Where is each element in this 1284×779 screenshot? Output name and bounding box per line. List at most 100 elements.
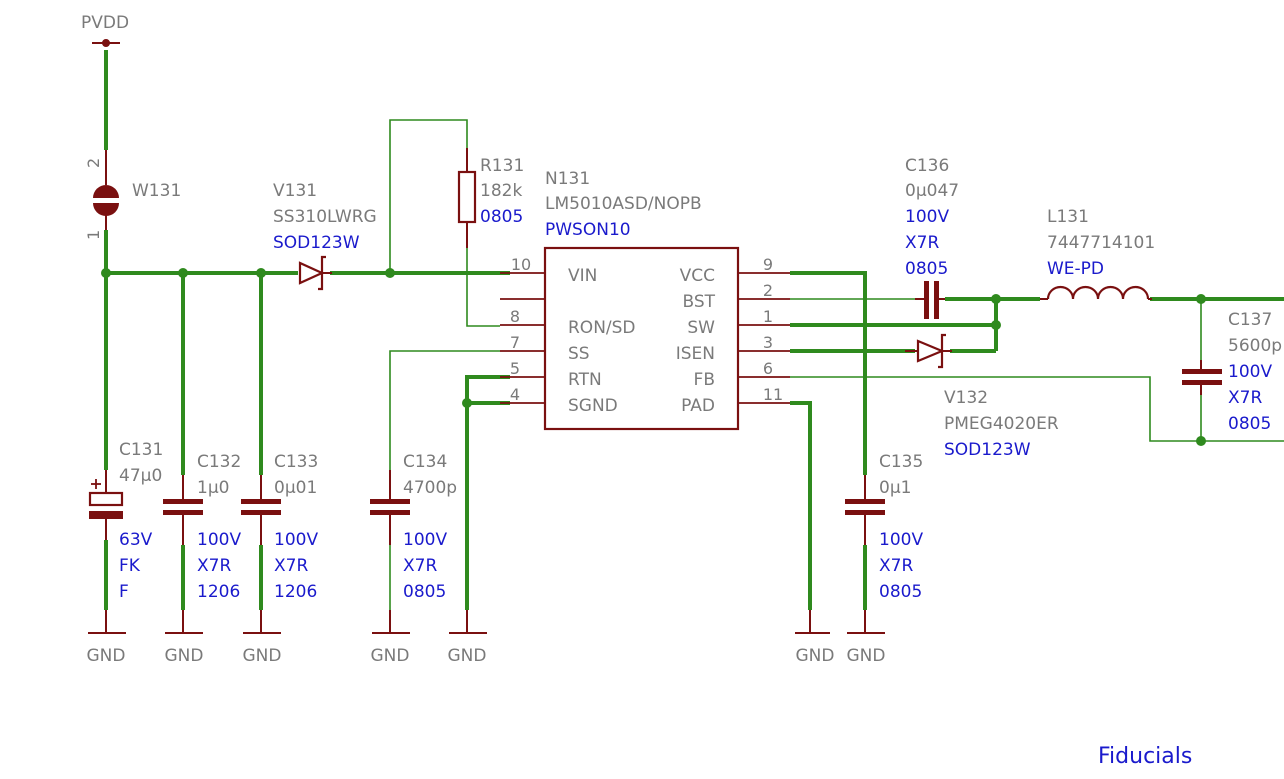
v132-value: PMEG4020ER: [944, 414, 1059, 434]
l131-ref: L131: [1047, 207, 1089, 227]
c132-value: 1µ0: [197, 478, 229, 498]
net-r131-top: [389, 119, 468, 273]
c137-package: 0805: [1228, 414, 1271, 434]
n131-pin-num: 5: [510, 359, 520, 378]
c136-dielectric: X7R: [905, 233, 939, 253]
net-pad: [790, 401, 812, 610]
v132-diode-triangle: [916, 339, 945, 363]
gnd-label: GND: [847, 646, 886, 666]
n131-pin-name: RTN: [568, 370, 602, 390]
l131-coil: [1046, 285, 1150, 300]
c131-value: 47µ0: [119, 466, 162, 486]
n131-pin-name: ISEN: [676, 344, 715, 364]
junction: [991, 294, 1001, 304]
n131-right-pin-lines: [738, 272, 790, 404]
c135-voltage: 100V: [879, 530, 923, 550]
c136-value: 0µ047: [905, 181, 959, 201]
n131-pin-name: PAD: [681, 396, 715, 416]
n131-pin-name: SGND: [568, 396, 618, 416]
c133-package: 1206: [274, 582, 317, 602]
c136-plate-right: [934, 281, 939, 319]
labels: PVDD W131 2 1 V131 SS310LWRG SOD123W R13…: [81, 13, 1282, 769]
gnd-label: GND: [448, 646, 487, 666]
n131-pin-num: 6: [763, 359, 773, 378]
v131-value: SS310LWRG: [273, 207, 377, 227]
c134-ref: C134: [403, 452, 447, 472]
c134-voltage: 100V: [403, 530, 447, 550]
net-rtn: [465, 375, 510, 610]
c134-dielectric: X7R: [403, 556, 437, 576]
c135-value: 0µ1: [879, 478, 911, 498]
nets: [104, 50, 1284, 610]
c134-plate-bot: [370, 510, 410, 515]
v131-package: SOD123W: [273, 233, 360, 253]
c135-package: 0805: [879, 582, 922, 602]
c135-plate-bot: [845, 510, 885, 515]
net-ss: [389, 350, 500, 470]
c133-value: 0µ01: [274, 478, 317, 498]
v131-ref: V131: [273, 181, 317, 201]
n131-body: [543, 246, 740, 431]
c137-dielectric: X7R: [1228, 388, 1262, 408]
c135-plate-top: [845, 499, 885, 504]
n131-pin-name: SS: [568, 344, 590, 364]
w131-body-top: [93, 185, 119, 198]
pvdd-dot: [102, 39, 110, 47]
c131-package: F: [119, 582, 129, 602]
n131-pin-num: 7: [510, 333, 520, 352]
w131-pin-2: 2: [84, 158, 103, 168]
c136-package: 0805: [905, 259, 948, 279]
junctions: [101, 268, 1206, 446]
n131-pin-num: 9: [763, 255, 773, 274]
c133-dielectric: X7R: [274, 556, 308, 576]
w131-ref: W131: [132, 181, 181, 201]
v132-ref: V132: [944, 388, 988, 408]
gnd-label: GND: [371, 646, 410, 666]
c137-value: 5600p: [1228, 336, 1282, 356]
net-vcc: [790, 271, 867, 475]
l131-value: 7447714101: [1047, 233, 1155, 253]
junction: [1196, 436, 1206, 446]
n131-pin-num: 1: [763, 307, 773, 326]
n131-pin-num: 2: [763, 281, 773, 300]
pvdd-label: PVDD: [81, 13, 129, 33]
n131-pin-num: 3: [763, 333, 773, 352]
c132-plate-top: [163, 499, 203, 504]
net-fb: [790, 376, 1284, 442]
n131-pin-name: BST: [682, 292, 715, 312]
c137-plate-top: [1182, 369, 1222, 374]
c137-voltage: 100V: [1228, 362, 1272, 382]
c132-voltage: 100V: [197, 530, 241, 550]
l131-package: WE-PD: [1047, 259, 1104, 279]
n131-value: LM5010ASD/NOPB: [545, 194, 702, 214]
gnd-label: GND: [243, 646, 282, 666]
r131-value: 182k: [480, 181, 522, 201]
v132-package: SOD123W: [944, 440, 1031, 460]
junction: [385, 268, 395, 278]
n131-pin-num: 10: [511, 255, 531, 274]
c137-plate-bot: [1182, 380, 1222, 385]
r131-ref: R131: [480, 156, 524, 176]
n131-left-pin-lines: [500, 272, 545, 404]
c132-dielectric: X7R: [197, 556, 231, 576]
c137-ref: C137: [1228, 310, 1272, 330]
v131-diode-triangle: [298, 261, 325, 285]
symbols: [88, 39, 1222, 634]
c136-voltage: 100V: [905, 207, 949, 227]
n131-ref: N131: [545, 169, 590, 189]
c131-voltage: 63V: [119, 530, 153, 550]
c133-voltage: 100V: [274, 530, 318, 550]
w131-pin-1: 1: [84, 230, 103, 240]
junction: [462, 398, 472, 408]
junction: [178, 268, 188, 278]
c136-plate-left: [924, 281, 929, 319]
c133-plate-top: [241, 499, 281, 504]
junction: [256, 268, 266, 278]
junction: [101, 268, 111, 278]
c134-plate-top: [370, 499, 410, 504]
r131-package: 0805: [480, 207, 523, 227]
c132-ref: C132: [197, 452, 241, 472]
c131-plate-bot: [89, 511, 123, 519]
c132-package: 1206: [197, 582, 240, 602]
junction: [1196, 294, 1206, 304]
